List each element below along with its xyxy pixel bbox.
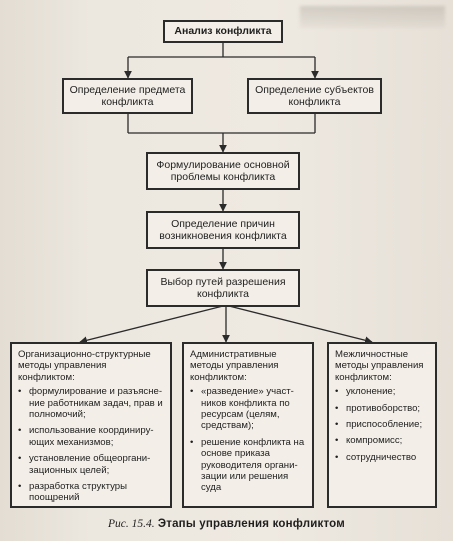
- box-subjects: Определение субъектов конфликта: [247, 78, 382, 114]
- method-administrative-list: «разведение» участ-ников конфликта по ре…: [190, 386, 306, 494]
- figure-caption: Рис. 15.4. Этапы управления конфликтом: [0, 518, 453, 530]
- bleed-through-text: [300, 6, 445, 28]
- box-conflict-analysis-label: Анализ конфликта: [174, 25, 272, 38]
- list-item: установление общеоргани-зационных целей;: [18, 453, 164, 476]
- box-core-problem-label: Формулирование основной проблемы конфлик…: [156, 158, 290, 184]
- box-method-organizational: Организационно-структурные методы управл…: [10, 342, 172, 508]
- list-item: приспособление;: [335, 419, 429, 431]
- box-subject-matter-label: Определение предмета конфликта: [69, 83, 186, 109]
- list-item: использование координиру-ющих механизмов…: [18, 425, 164, 448]
- box-resolution-paths: Выбор путей разрешения конфликта: [146, 269, 300, 307]
- box-resolution-paths-label: Выбор путей разрешения конфликта: [160, 275, 286, 301]
- box-core-problem: Формулирование основной проблемы конфлик…: [146, 152, 300, 190]
- box-method-interpersonal: Межличностные методы управления конфликт…: [327, 342, 437, 508]
- list-item: решение конфликта на основе приказа руко…: [190, 437, 306, 494]
- method-organizational-title: Организационно-структурные методы управл…: [18, 349, 151, 383]
- box-method-administrative: Административные методы управления конфл…: [182, 342, 314, 508]
- figure-number: Рис. 15.4.: [108, 518, 155, 530]
- arrow-to-method-left: [79, 305, 224, 345]
- method-interpersonal-title: Межличностные методы управления конфликт…: [335, 349, 424, 383]
- box-causes: Определение причин возникновения конфлик…: [146, 211, 300, 249]
- list-item: «разведение» участ-ников конфликта по ре…: [190, 386, 306, 432]
- box-subject-matter: Определение предмета конфликта: [62, 78, 193, 114]
- list-item: уклонение;: [335, 386, 429, 398]
- box-causes-label: Определение причин возникновения конфлик…: [159, 217, 287, 243]
- list-item: формулирование и разъясне-ние работникам…: [18, 386, 164, 420]
- box-conflict-analysis: Анализ конфликта: [163, 20, 283, 43]
- list-item: разработка структуры поощрений: [18, 481, 164, 504]
- list-item: сотрудничество: [335, 452, 429, 464]
- method-administrative-title: Административные методы управления конфл…: [190, 349, 279, 383]
- arrow-to-method-right: [228, 305, 373, 345]
- method-interpersonal-list: уклонение; противоборство; приспособлени…: [335, 386, 429, 463]
- figure-title: Этапы управления конфликтом: [157, 518, 345, 530]
- box-subjects-label: Определение субъектов конфликта: [255, 83, 374, 109]
- list-item: компромисс;: [335, 435, 429, 447]
- list-item: противоборство;: [335, 403, 429, 415]
- method-organizational-list: формулирование и разъясне-ние работникам…: [18, 386, 164, 504]
